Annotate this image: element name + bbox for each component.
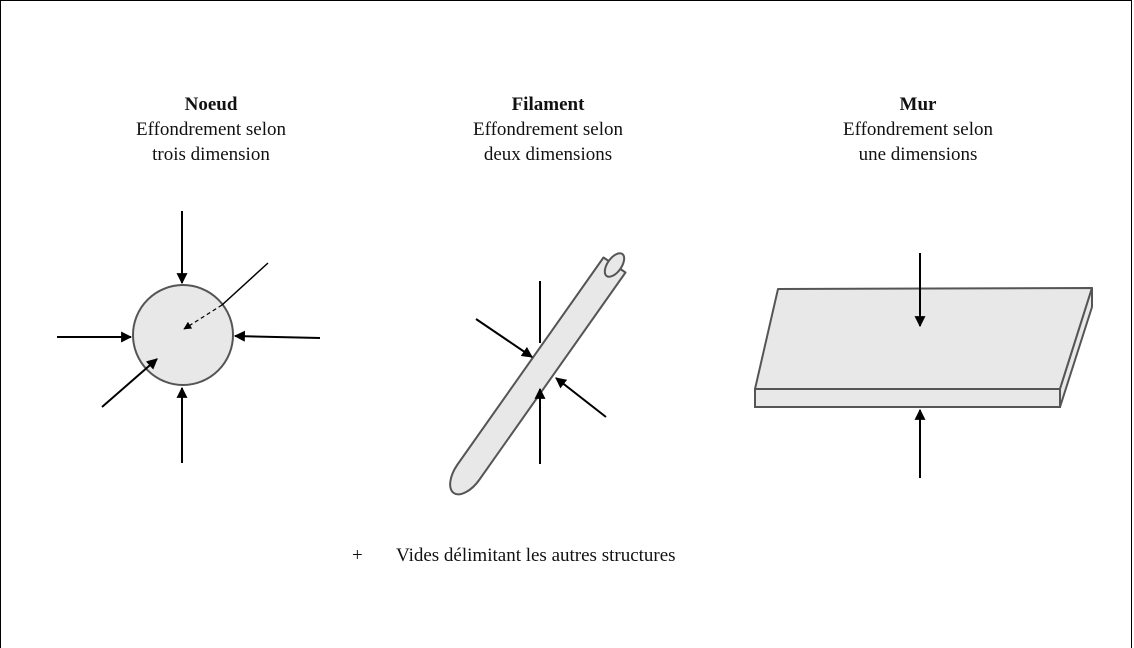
noeud-arrow-right — [233, 330, 321, 342]
plus-symbol: + — [352, 545, 363, 566]
mur-line2: une dimensions — [858, 144, 978, 165]
noeud-title: Noeud — [184, 94, 238, 115]
caption-filament: Filament Effondrement selon deux dimensi… — [448, 92, 648, 167]
voids-note-text: Vides délimitant les autres structures — [396, 545, 676, 566]
filament-arrow-se — [555, 377, 607, 418]
noeud-line1: Effondrement selon — [135, 119, 287, 140]
filament-end-cap — [603, 252, 626, 278]
mur-line1: Effondrement selon — [842, 119, 994, 140]
mur-slab-top — [754, 287, 1093, 390]
noeud-figure — [57, 211, 321, 463]
voids-note: + Vides délimitant les autres structures — [352, 545, 676, 567]
filament-cylinder — [449, 256, 627, 496]
mur-title: Mur — [899, 94, 937, 115]
filament-line1: Effondrement selon — [472, 119, 624, 140]
filament-title: Filament — [511, 94, 585, 115]
mur-slab-front — [754, 388, 1061, 408]
caption-noeud: Noeud Effondrement selon trois dimension — [118, 92, 304, 167]
mur-figure — [754, 253, 1093, 478]
caption-mur: Mur Effondrement selon une dimensions — [820, 92, 1016, 167]
filament-figure — [449, 252, 627, 496]
filament-line2: deux dimensions — [483, 144, 613, 165]
noeud-sphere — [132, 284, 234, 386]
noeud-arrow-back — [221, 262, 269, 306]
noeud-arrow-back-hidden — [183, 304, 223, 330]
noeud-line2: trois dimension — [152, 144, 270, 165]
noeud-arrow-front — [101, 358, 158, 408]
filament-arrow-nw — [475, 318, 533, 358]
